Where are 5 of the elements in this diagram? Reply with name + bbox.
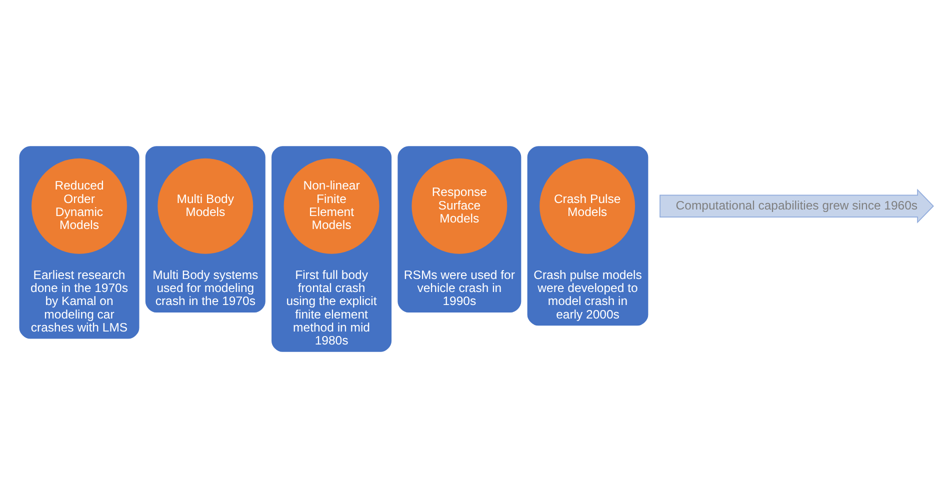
node-circle: Crash Pulse Models [540,158,636,254]
node-circle: Non-linear Finite Element Models [284,158,380,254]
node-circle: Reduced Order Dynamic Models [32,158,127,254]
node-circle: Response Surface Models [412,158,508,254]
node-circle: Multi Body Models [158,158,254,254]
